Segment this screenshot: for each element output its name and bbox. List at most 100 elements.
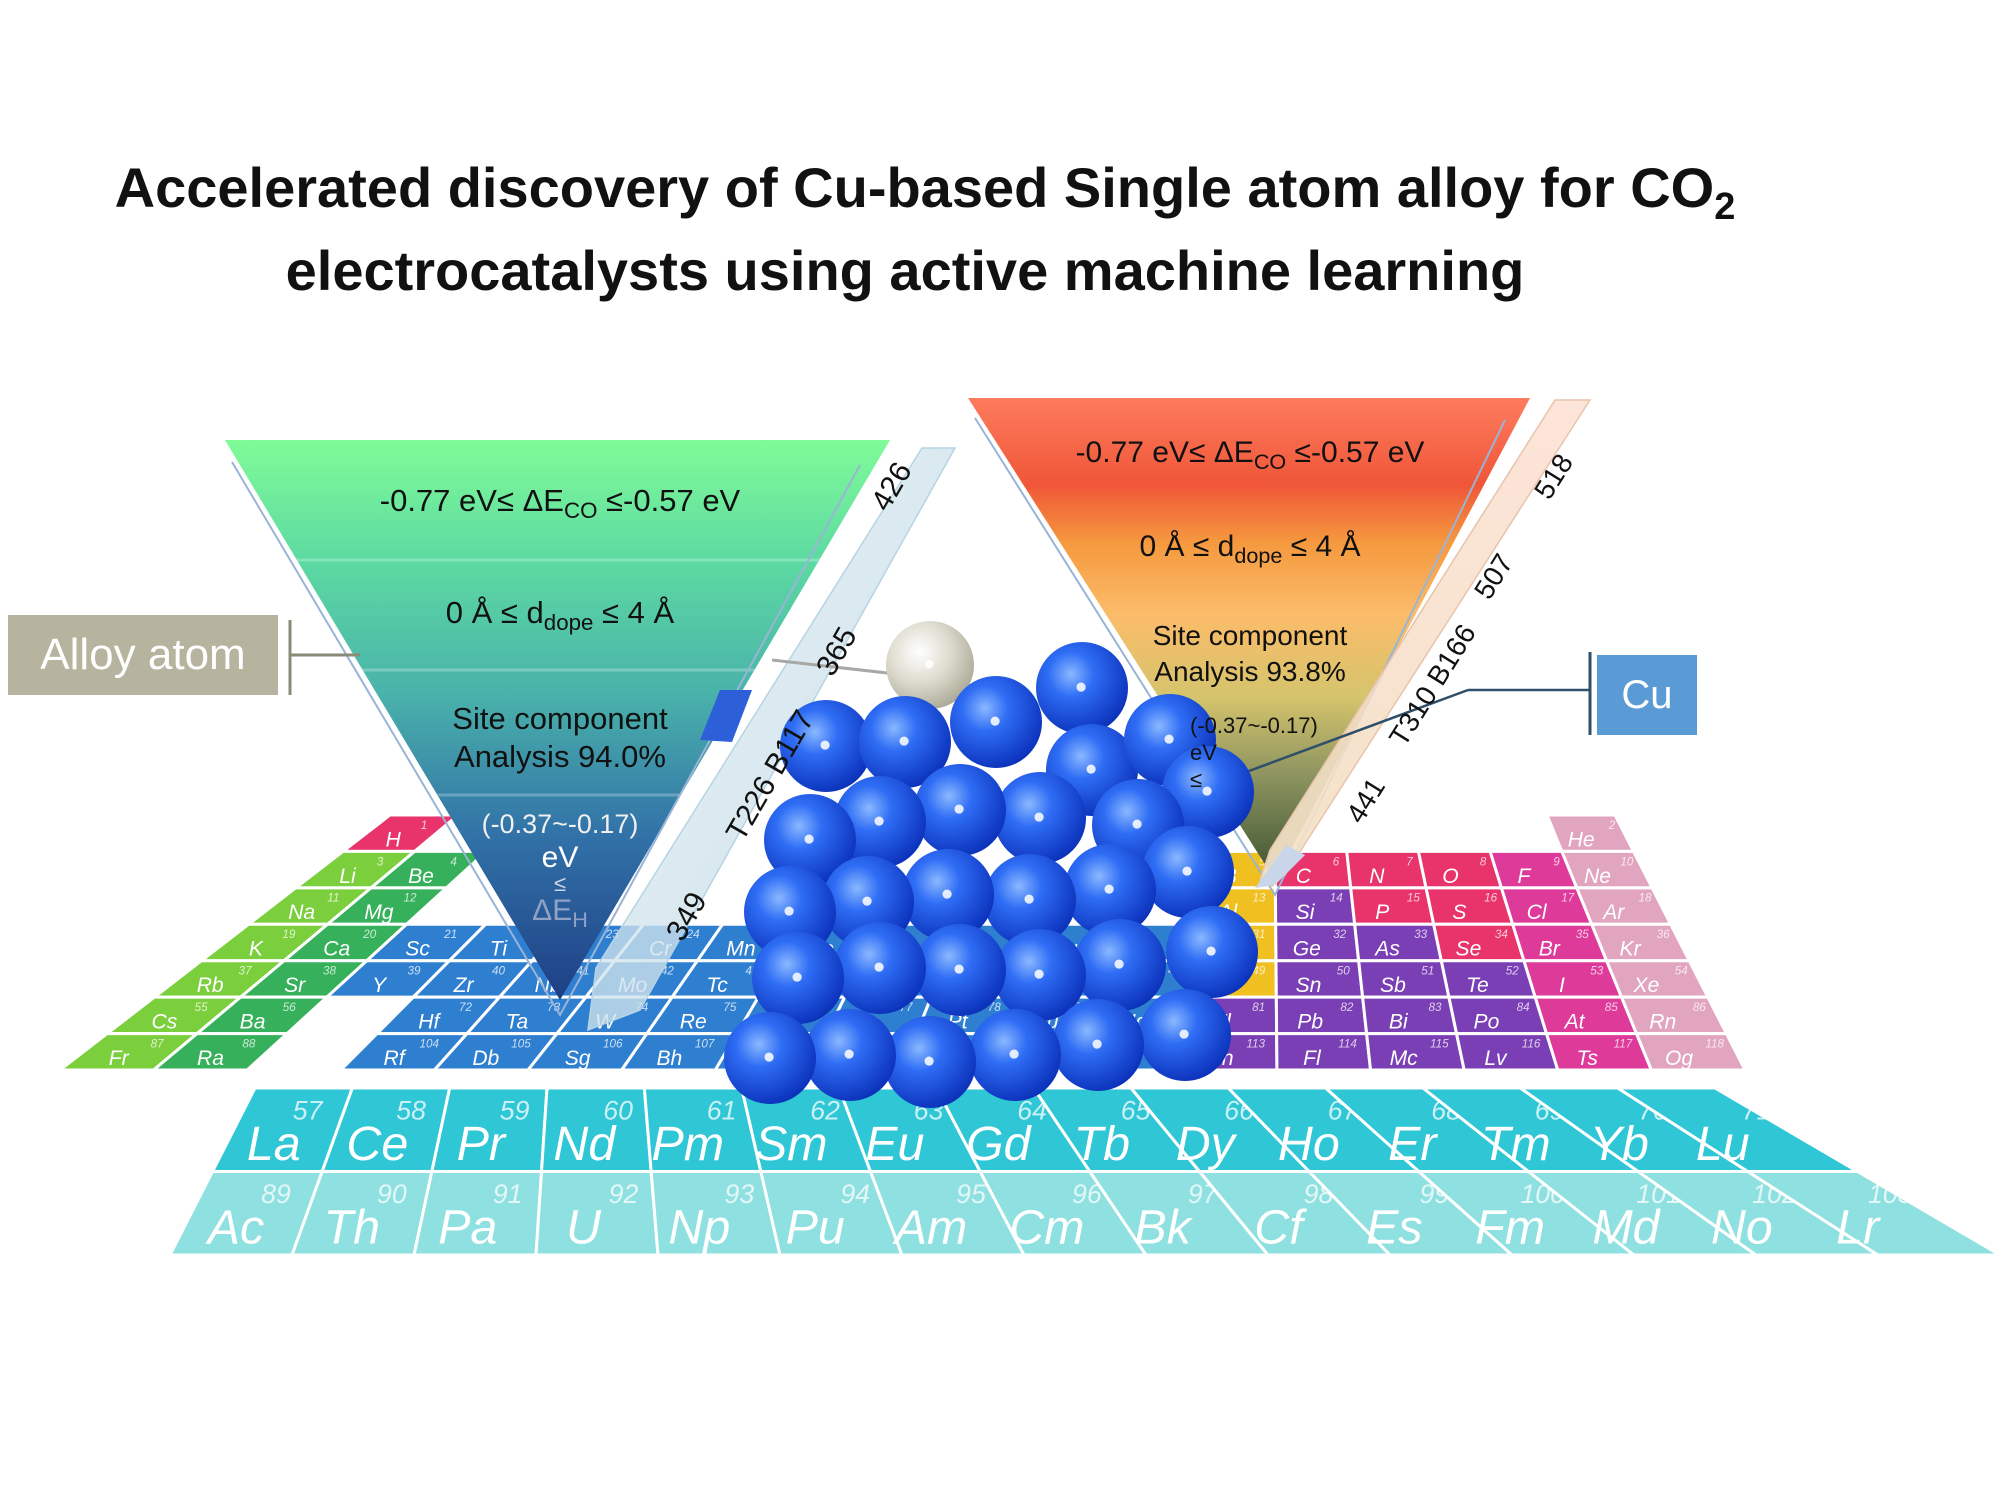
element-cell-n: 7N	[1345, 849, 1428, 890]
element-symbol: O	[1442, 865, 1458, 888]
element-symbol: Sc	[405, 938, 430, 961]
atomic-number: 75	[723, 1001, 737, 1014]
atomic-number: 114	[1338, 1037, 1357, 1050]
atomic-number: 8	[1480, 855, 1487, 868]
element-symbol: H	[386, 828, 402, 851]
element-symbol: U	[566, 1200, 602, 1254]
atom-highlight	[784, 906, 794, 916]
element-symbol: Sg	[565, 1047, 591, 1070]
atom-highlight	[1034, 812, 1044, 822]
atomic-number: 32	[1333, 928, 1347, 941]
element-symbol: Sb	[1380, 974, 1406, 997]
element-symbol: Br	[1539, 938, 1561, 961]
element-symbol: Y	[372, 974, 388, 997]
atomic-number: 24	[686, 928, 701, 941]
atomic-number: 78	[988, 1001, 1002, 1014]
element-symbol: Li	[339, 865, 357, 888]
cu-label: Cu	[1597, 655, 1697, 735]
element-symbol: Sm	[755, 1117, 828, 1171]
atom-highlight	[844, 1049, 854, 1059]
element-symbol: Ge	[1293, 938, 1321, 961]
atomic-number: 84	[1517, 1001, 1531, 1014]
atomic-number: 82	[1340, 1001, 1354, 1014]
atomic-number: 50	[1337, 965, 1351, 978]
element-symbol: I	[1559, 974, 1565, 997]
atomic-number: 117	[1614, 1037, 1633, 1050]
cu-atom-cluster	[724, 621, 1258, 1108]
element-symbol: Mg	[364, 901, 394, 924]
element-symbol: Pb	[1297, 1010, 1323, 1033]
atom-highlight	[924, 1056, 934, 1066]
atom-highlight	[804, 834, 814, 844]
element-symbol: Cm	[1009, 1200, 1084, 1254]
atomic-number: 95	[956, 1179, 986, 1209]
alloy-atom-label: Alloy atom	[8, 615, 278, 695]
element-symbol: Lu	[1696, 1117, 1750, 1171]
atomic-number: 10	[1620, 855, 1634, 868]
element-symbol: Nd	[553, 1117, 617, 1171]
atom-highlight	[1202, 786, 1212, 796]
element-symbol: Th	[324, 1200, 380, 1254]
atomic-number: 113	[1246, 1037, 1265, 1050]
atomic-number: 83	[1428, 1001, 1442, 1014]
element-symbol: Db	[472, 1047, 499, 1070]
element-symbol: K	[249, 938, 264, 961]
atom-highlight	[942, 889, 952, 899]
right-stage2-label: 0 Å ≤ ddope ≤ 4 Å	[1139, 530, 1361, 568]
atomic-number: 5	[1259, 855, 1266, 868]
element-symbol: Yb	[1590, 1117, 1649, 1171]
element-cell-he: 2He	[1544, 813, 1637, 853]
atomic-number: 14	[1330, 892, 1344, 905]
atomic-number: 107	[695, 1037, 715, 1050]
element-symbol: Kr	[1620, 938, 1642, 961]
element-symbol: Re	[680, 1010, 707, 1033]
element-symbol: Tc	[706, 974, 728, 997]
atom-highlight	[874, 816, 884, 826]
element-symbol: Sn	[1296, 974, 1322, 997]
element-symbol: Ta	[506, 1010, 529, 1033]
atomic-number: 71	[1742, 1096, 1772, 1126]
atomic-number: 7	[1406, 855, 1413, 868]
atom-highlight	[1179, 1029, 1189, 1039]
element-cell-k: 19K	[197, 922, 332, 963]
element-symbol: Gd	[966, 1117, 1033, 1171]
element-symbol: Ce	[346, 1117, 408, 1171]
atom-highlight	[1092, 1039, 1102, 1049]
atomic-number: 33	[1414, 928, 1428, 941]
element-symbol: Am	[892, 1200, 968, 1254]
atomic-number: 4	[450, 855, 457, 868]
atomic-number: 72	[459, 1001, 473, 1014]
atomic-number: 11	[327, 892, 339, 905]
element-symbol: Hf	[418, 1010, 441, 1033]
element-symbol: Ti	[490, 938, 509, 961]
element-symbol: Fm	[1475, 1200, 1545, 1254]
atomic-number: 56	[283, 1001, 297, 1014]
element-symbol: Ac	[205, 1200, 264, 1254]
element-symbol: He	[1568, 828, 1595, 851]
atomic-number: 105	[511, 1037, 531, 1050]
atom-highlight	[1132, 819, 1142, 829]
element-cell-o: 8O	[1416, 849, 1504, 890]
atomic-number: 91	[493, 1179, 523, 1209]
element-cell-i: 53I	[1521, 959, 1624, 999]
element-symbol: Ar	[1601, 901, 1625, 924]
